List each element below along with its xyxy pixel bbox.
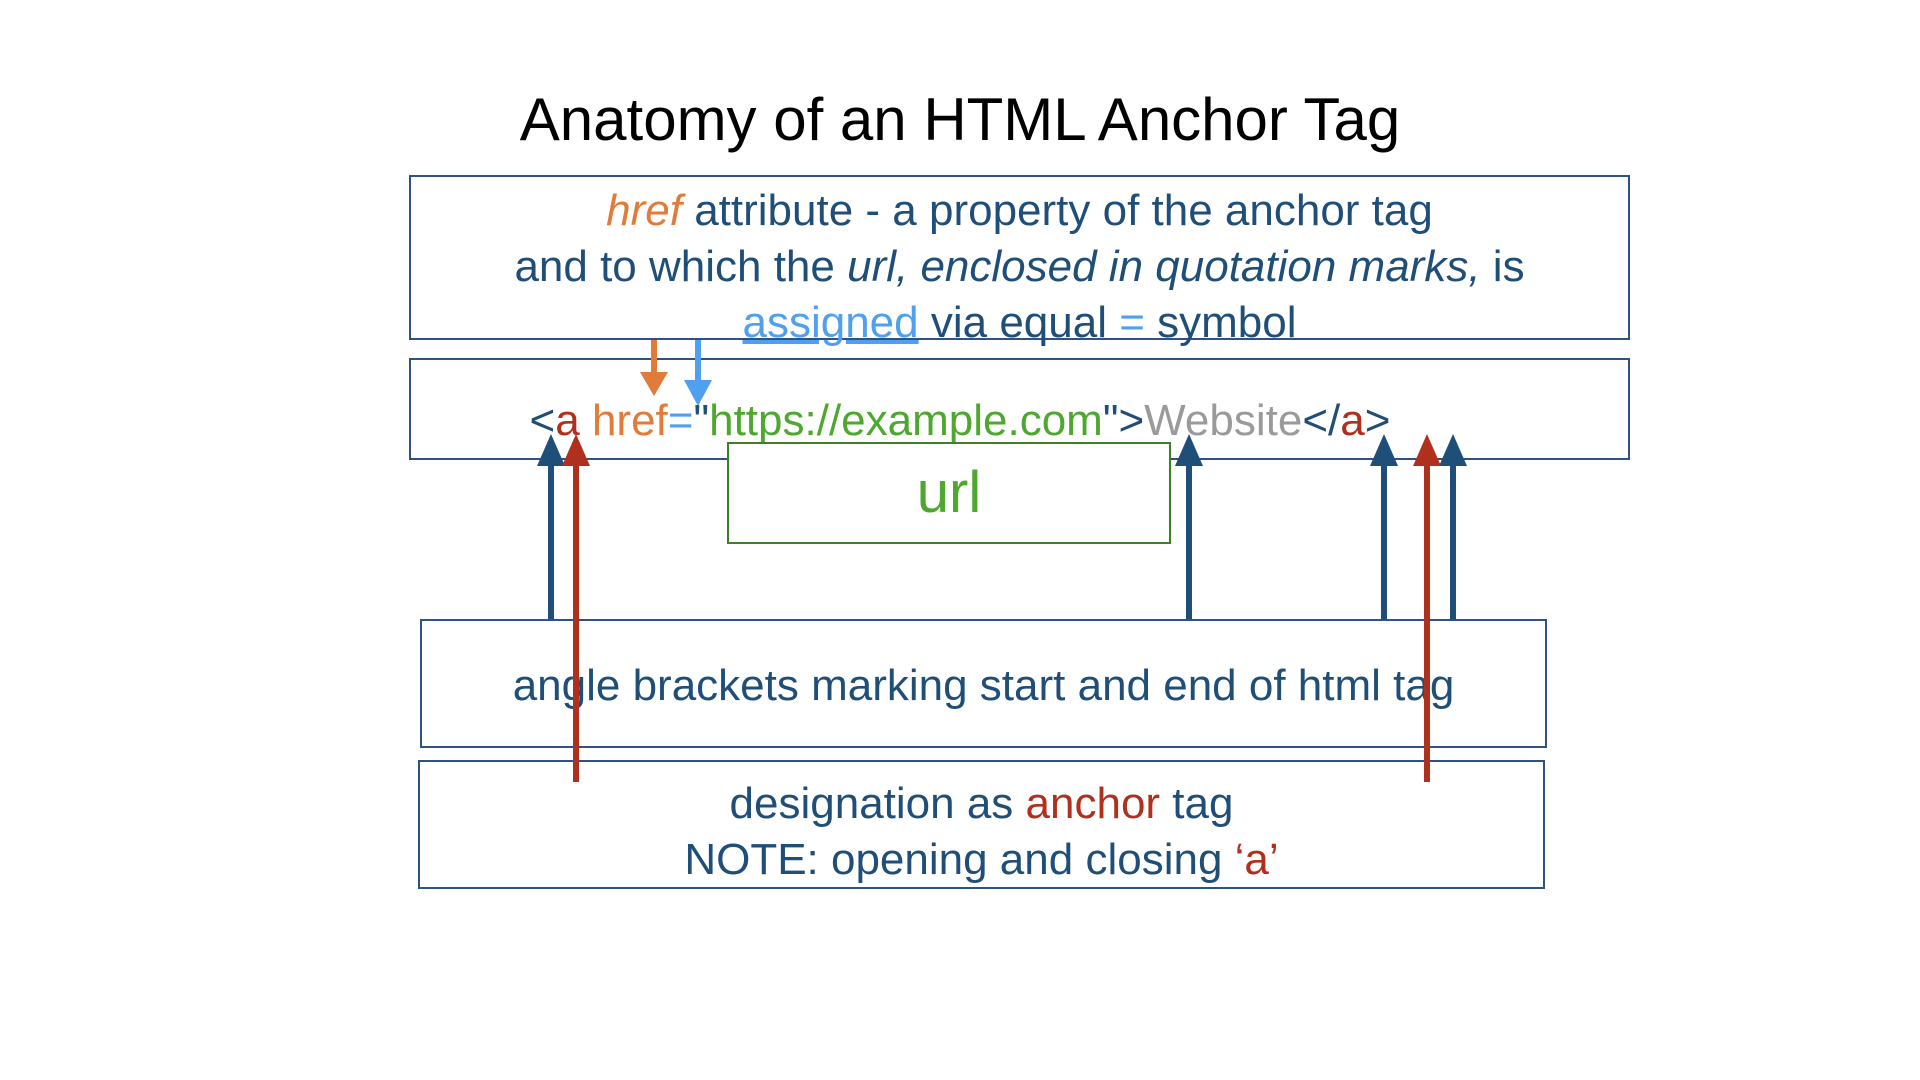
href-keyword: href xyxy=(606,186,682,235)
href-attribute-box: href attribute - a property of the ancho… xyxy=(409,175,1630,347)
href-line-2-start: and to which the xyxy=(514,242,848,291)
designation-line-1: designation as anchor tag xyxy=(420,776,1543,832)
closing-tag-open-bracket-up-arrow xyxy=(1370,434,1398,619)
open-bracket-up-arrow xyxy=(537,434,565,619)
equal-symbol: = xyxy=(1119,298,1145,347)
page-title: Anatomy of an HTML Anchor Tag xyxy=(519,86,1401,153)
href-line-2-italic: url, enclosed in quotation marks, xyxy=(847,242,1481,291)
close-bracket-up-arrow xyxy=(1175,434,1203,619)
open-a-up-arrow xyxy=(562,434,590,782)
closing-tag-close-bracket: > xyxy=(1364,396,1391,445)
url-label: url xyxy=(916,460,982,525)
url-box: url xyxy=(727,442,1171,544)
href-down-arrow xyxy=(640,340,668,396)
angle-brackets-box: angle brackets marking start and end of … xyxy=(420,619,1547,748)
assigned-word: assigned xyxy=(742,298,919,347)
closing-tag-open-bracket: </ xyxy=(1302,396,1341,445)
url-value: https://example.com xyxy=(709,396,1103,445)
href-line-3-mid: via equal xyxy=(918,298,1120,347)
close-single-quote: ’ xyxy=(1268,835,1279,884)
href-line-1-text: attribute - a property of the anchor tag xyxy=(681,186,1433,235)
href-line-3-end: symbol xyxy=(1144,298,1297,347)
angle-brackets-label: angle brackets marking start and end of … xyxy=(512,661,1455,710)
equal-down-arrow xyxy=(684,340,712,406)
close-a-letter: a xyxy=(1340,396,1365,445)
closing-tag-close-bracket-up-arrow xyxy=(1439,434,1467,619)
designation-text: designation as anchor tag NOTE: opening … xyxy=(420,776,1543,888)
href-description: href attribute - a property of the ancho… xyxy=(411,183,1628,351)
close-a-up-arrow xyxy=(1413,434,1441,782)
code-equal-sign: = xyxy=(667,396,694,445)
designation-line-2-start: NOTE: opening and closing xyxy=(684,835,1235,884)
designation-line-2: NOTE: opening and closing ‘a’ xyxy=(420,832,1543,888)
href-line-1: href attribute - a property of the ancho… xyxy=(411,183,1628,239)
close-quote: " xyxy=(1102,396,1119,445)
designation-line-1-end: tag xyxy=(1160,779,1234,828)
designation-a-letter: a xyxy=(1244,835,1269,884)
designation-line-1-start: designation as xyxy=(729,779,1026,828)
href-attribute: href xyxy=(579,396,668,445)
link-text: Website xyxy=(1144,396,1303,445)
close-angle-bracket: > xyxy=(1118,396,1145,445)
anchor-word: anchor xyxy=(1025,779,1161,828)
designation-box: designation as anchor tag NOTE: opening … xyxy=(418,760,1545,889)
href-line-3: assigned via equal = symbol xyxy=(411,295,1628,351)
href-line-2-end: is xyxy=(1480,242,1525,291)
open-quote: " xyxy=(693,396,710,445)
anchor-tag-code: <a href="https://example.com">Website</a… xyxy=(0,394,1920,448)
open-single-quote: ‘ xyxy=(1234,835,1245,884)
href-line-2: and to which the url, enclosed in quotat… xyxy=(411,239,1628,295)
